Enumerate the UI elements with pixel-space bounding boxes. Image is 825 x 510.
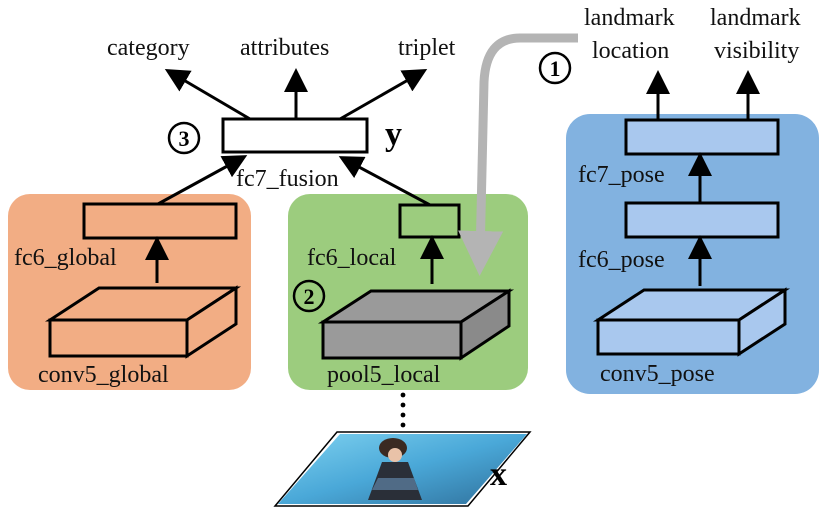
local-branch: fc6_local pool5_local 2 [288,194,528,390]
fc7-pose-box [624,118,780,156]
step-1-label: 1 [550,56,561,81]
attributes-label: attributes [240,35,329,61]
pose-branch: fc7_pose fc6_pose conv5_pose [566,114,819,394]
triplet-label: triplet [398,35,456,61]
input-image [273,431,532,507]
x-symbol: x [490,456,507,493]
step-2-label: 2 [304,284,315,309]
landmark-location-label-line1: landmark [584,5,675,31]
landmark-visibility-label-line2: visibility [714,38,799,64]
local-to-fusion-arrow [338,156,431,207]
dot [400,392,406,398]
fc7-fusion-label: fc7_fusion [236,166,339,192]
triplet-arrow [339,69,428,121]
photo-person-face [388,448,402,462]
step-3-marker [167,121,201,155]
conv5-pose-block-front [596,318,741,356]
global-branch: fc6_global conv5_global [8,194,251,390]
fc7-fusion-box [221,117,369,154]
step-1-marker [538,51,572,85]
fc6-global-label: fc6_global [14,245,117,271]
category-label: category [107,35,190,61]
category-arrow [164,68,251,121]
landmark-to-pool-flow-arrow [458,33,578,276]
fc7-pose-label: fc7_pose [578,162,665,188]
fc6-local-box [398,203,461,239]
pool5-local-block-front [321,320,463,360]
dot [400,402,406,408]
y-symbol: y [385,116,402,153]
dot [400,422,406,428]
conv5-global-label: conv5_global [38,362,169,388]
fc6-pose-box [624,201,780,239]
step-2-marker [292,279,326,313]
watermark: 知乎 @洪九 [675,463,781,487]
pool5-local-label: pool5_local [327,362,441,388]
ellipsis-dots [400,392,406,428]
conv5-pose-label: conv5_pose [600,361,715,387]
fc6-local-label: fc6_local [307,245,397,271]
dot [400,412,406,418]
photo-person-pattern [372,478,418,490]
landmark-location-label-line2: location [592,38,669,64]
fusion-layer: fc7_fusion y 3 [157,68,431,207]
conv5-global-block-front [48,318,189,358]
landmark-visibility-label-line1: landmark [710,5,801,31]
step-3-label: 3 [179,126,190,151]
fc6-pose-label: fc6_pose [578,247,665,273]
global-to-fusion-arrow [157,155,248,206]
fc6-global-box [82,202,238,240]
